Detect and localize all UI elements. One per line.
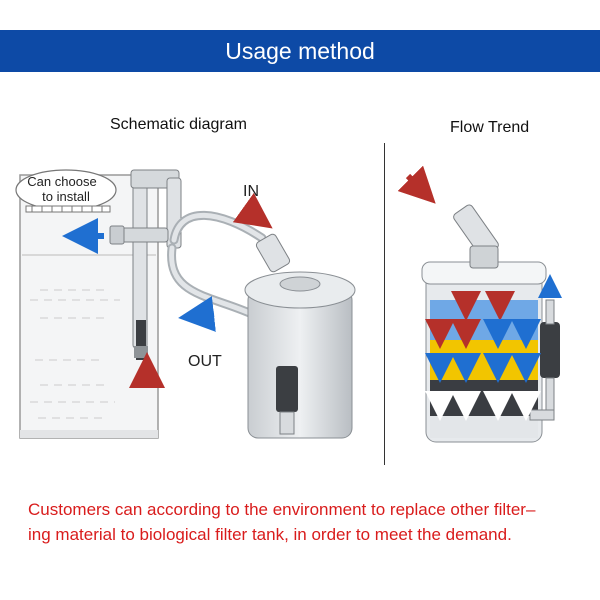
media-layer-middle	[430, 340, 538, 380]
page-title: Usage method	[225, 37, 375, 64]
out-label: OUT	[188, 353, 222, 370]
out-arrow	[178, 296, 216, 332]
usage-note-line-1: Customers can according to the environme…	[28, 500, 536, 519]
pipe-assembly	[109, 169, 182, 360]
flow-in-arrow	[397, 165, 436, 204]
panel-divider	[384, 143, 385, 465]
usage-note: Customers can according to the environme…	[28, 497, 588, 547]
flow-trend-heading: Flow Trend	[450, 119, 530, 136]
callout-line-2: to install	[42, 189, 90, 204]
flow-trend-canister	[421, 204, 560, 443]
media-layer-top	[430, 300, 538, 340]
canister-filter	[244, 233, 356, 439]
install-callout	[15, 169, 117, 213]
schematic-heading: Schematic diagram	[110, 116, 247, 133]
title-banner: Usage method	[0, 30, 600, 72]
in-label: IN	[243, 183, 259, 200]
callout-line-1: Can choose	[27, 174, 96, 189]
usage-note-line-2: ing material to biological filter tank, …	[28, 525, 512, 544]
in-arrow	[232, 192, 273, 229]
media-layer-bottom	[430, 380, 538, 416]
